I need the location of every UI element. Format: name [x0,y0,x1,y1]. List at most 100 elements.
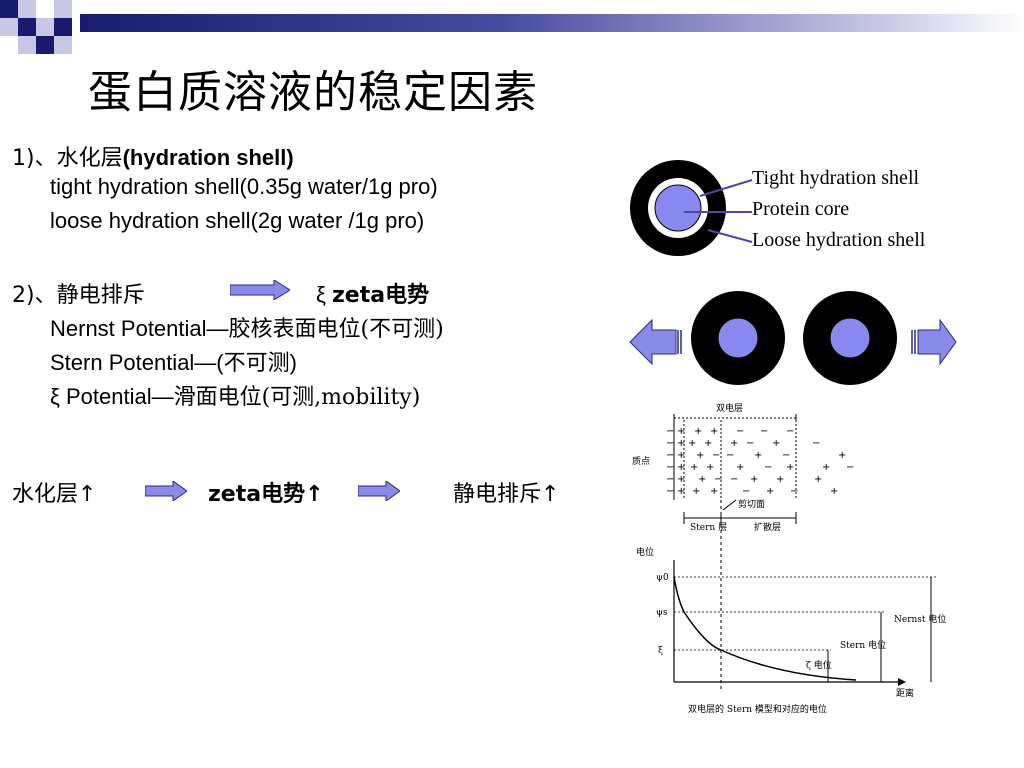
hydration-shell-figure [630,160,753,256]
header-gradient-bar [80,14,1024,32]
shear-plane-label: 剪切面 [738,498,765,510]
svg-text:−: − [714,474,722,485]
psi0-label: ψ0 [656,573,669,583]
nernst-label: Nernst Potential— [50,316,229,341]
decor-square [0,18,18,36]
section1-label: 1)、水化层 [12,146,123,171]
legend-protein-core: Protein core [752,198,850,220]
arrow-right-icon [145,481,187,501]
decor-square [36,18,54,36]
svg-text:−: − [666,462,674,473]
stern-label: Stern Potential—( [50,350,224,375]
left-arrow-icon [629,318,682,366]
section1-label-english: (hydration shell) [122,145,294,170]
svg-text:+: + [690,462,698,473]
svg-text:+: + [730,438,738,449]
xi-symbol: ξ [316,282,326,307]
svg-text:−: − [746,438,754,449]
svg-text:+: + [838,450,846,461]
svg-text:+: + [677,438,685,449]
xi-label: ξ Potential— [50,384,174,409]
svg-text:+: + [766,486,774,497]
svg-text:+: + [710,486,718,497]
svg-text:−: − [742,486,750,497]
svg-text:+: + [677,426,685,437]
svg-text:+: + [677,474,685,485]
arrow-right-icon [358,481,400,501]
decor-square [18,0,36,18]
xi-desc: 滑面电位 [173,385,262,410]
zeta-label: zeta电势 [331,283,430,308]
svg-text:+: + [677,462,685,473]
decor-square [54,18,72,36]
potential-axis-label: 电位 [636,546,654,558]
chain-item-zeta: zeta电势↑ [208,482,324,507]
stern-desc: 不可测 [223,351,290,376]
svg-text:−: − [846,462,854,473]
svg-text:+: + [822,462,830,473]
svg-text:−: − [730,474,738,485]
zeta-potential-label: ζ 电位 [806,659,832,671]
legend-loose-shell: Loose hydration shell [752,229,926,251]
diffuse-layer-label: 扩散层 [754,521,781,533]
section1-line2: loose hydration shell(2g water /1g pro) [50,208,425,233]
svg-text:−: − [712,450,720,461]
decor-square [54,36,72,54]
particle-label: 质点 [632,455,650,467]
zeta-potential-heading: ξ zeta电势 [316,277,429,309]
section2-heading: 2)、静电排斥 [12,283,145,308]
svg-text:−: − [760,426,768,437]
decor-square [36,36,54,54]
svg-text:+: + [704,438,712,449]
double-layer-diagram: 双电层 质点 −+++−−− −++++−+− −++−−+−+ −++++−+… [632,402,946,715]
svg-text:+: + [706,462,714,473]
nernst-desc: 胶核表面电位 [228,317,361,342]
svg-text:+: + [677,450,685,461]
nernst-potential-label: Nernst 电位 [894,613,946,625]
svg-text:+: + [786,462,794,473]
legend-tight-shell: Tight hydration shell [752,167,920,189]
svg-text:+: + [677,486,685,497]
svg-text:+: + [830,486,838,497]
chain-item-hydration: 水化层↑ [12,482,97,507]
stern-close: ) [289,350,297,375]
decor-square [0,0,18,18]
svg-text:−: − [786,426,794,437]
xi-note: (可测,mobility) [261,385,421,410]
stern-potential-label: Stern 电位 [840,639,886,651]
svg-text:+: + [694,426,702,437]
svg-text:−: − [666,426,674,437]
svg-text:+: + [814,474,822,485]
decor-square [18,18,36,36]
diagram-caption: 双电层的 Stern 模型和对应的电位 [688,703,827,715]
svg-text:−: − [666,474,674,485]
svg-text:−: − [666,438,674,449]
svg-text:+: + [754,450,762,461]
section1-line1: tight hydration shell(0.35g water/1g pro… [50,174,438,199]
svg-text:+: + [776,474,784,485]
decor-square [18,36,36,54]
svg-text:−: − [764,462,772,473]
arrow-right-icon [230,280,290,300]
zeta-symbol-label: ξ [658,646,663,656]
svg-text:+: + [692,486,700,497]
svg-text:+: + [736,462,744,473]
decor-square [36,0,54,18]
stern-layer-label: Stern 层 [690,522,727,533]
svg-text:−: − [812,438,820,449]
svg-text:+: + [698,474,706,485]
chain-item-repulsion: 静电排斥↑ [453,482,560,507]
svg-text:+: + [772,438,780,449]
svg-text:−: − [666,486,674,497]
svg-text:−: − [790,486,798,497]
double-layer-label: 双电层 [716,402,743,414]
svg-text:−: − [726,450,734,461]
svg-text:−: − [666,450,674,461]
nernst-potential-line: Nernst Potential—胶核表面电位(不可测) [50,311,444,343]
xi-potential-line: ξ Potential—滑面电位(可测,mobility) [50,379,420,411]
distance-axis-label: 距离 [896,687,914,699]
svg-text:+: + [688,438,696,449]
nernst-note: (不可测) [360,317,444,342]
decor-square [54,0,72,18]
charge-signs: −+++−−− −++++−+− −++−−+−+ −++++−++− −++−… [666,426,854,497]
